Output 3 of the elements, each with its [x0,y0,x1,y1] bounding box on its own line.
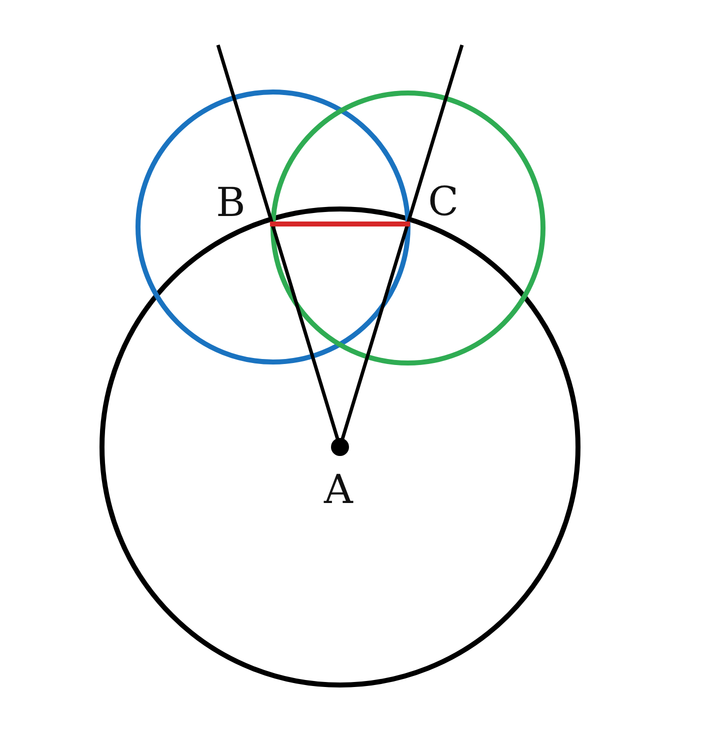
point-label: B [216,183,246,223]
point-label: C [428,182,459,222]
point-label: A [324,470,353,510]
